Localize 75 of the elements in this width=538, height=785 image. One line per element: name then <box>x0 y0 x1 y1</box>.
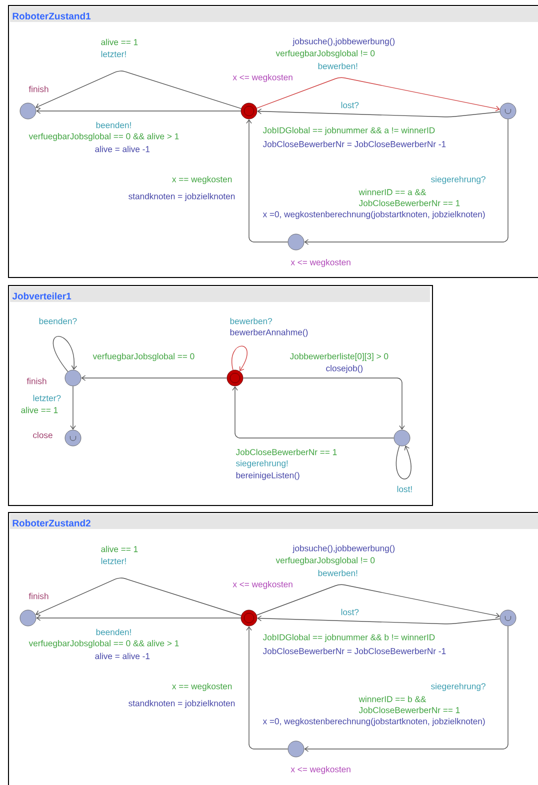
urgent-location <box>500 610 516 626</box>
transition-arrow <box>304 118 508 245</box>
transition-label: x == wegkosten <box>171 682 233 692</box>
title-bar: RoboterZustand2 <box>10 514 538 529</box>
transition-label: JobCloseBewerberNr = JobCloseBewerberNr -1 <box>262 647 447 655</box>
location-name: finish <box>26 378 46 384</box>
transition-arrow <box>246 119 288 242</box>
transition-label: bereinigeListen() <box>235 471 300 481</box>
transition-label: standknoten = jobzielknoten <box>128 699 236 709</box>
location-name: finish <box>28 86 48 92</box>
transition-label: letzter! <box>100 557 128 565</box>
urgent-location <box>500 102 516 120</box>
transition-arrow <box>81 375 228 381</box>
transition-label: verfuegbarJobsglobal == 0 && alive > 1 <box>28 132 180 142</box>
transition-label: jobsuche(),jobbewerbung() <box>292 544 396 554</box>
transition-label: siegerehrung! <box>235 459 289 469</box>
transition-label: beenden! <box>95 121 132 129</box>
transition-label: alive == 1 <box>20 406 59 414</box>
transition-label: letzter! <box>100 50 128 58</box>
transition-label: winnerID == a && <box>358 188 427 196</box>
transition-label: standknoten = jobzielknoten <box>128 192 236 202</box>
invariant-label: x <= wegkosten <box>232 74 292 82</box>
transition-label: lost! <box>396 485 414 493</box>
transition-label: verfuegbarJobsglobal != 0 <box>275 556 376 566</box>
transition-label: winnerID == b && <box>358 695 427 703</box>
transition-label: letzter? <box>32 394 62 402</box>
transition-label: JobCloseBewerberNr == 1 <box>358 199 461 207</box>
transition-label: alive = alive -1 <box>94 145 151 153</box>
transition-arrow <box>396 445 412 480</box>
transition-label: alive = alive -1 <box>94 652 151 660</box>
transition-arrow <box>35 70 242 109</box>
transition-arrow <box>257 616 500 624</box>
transition-arrow <box>256 584 500 618</box>
transition-arrow <box>36 578 242 616</box>
transition-arrow <box>36 615 242 621</box>
transition-label: Jobbewerberliste[0][3] > 0 <box>289 352 390 362</box>
initial-location <box>226 370 244 386</box>
transition-arrow <box>257 108 500 118</box>
transition-arrow <box>256 77 500 112</box>
transition-label: siegerehrung? <box>430 175 486 185</box>
transition-label: closejob() <box>325 364 364 374</box>
transition-arrow <box>246 626 288 750</box>
transition-label: lost? <box>340 608 360 616</box>
transition-label: x == wegkosten <box>171 175 233 185</box>
transition-label: alive == 1 <box>100 545 139 553</box>
transition-arrow <box>70 386 76 430</box>
transition-label: siegerehrung? <box>430 682 486 692</box>
transition-label: bewerben! <box>317 62 359 70</box>
transition-label: JobCloseBewerberNr == 1 <box>235 448 338 456</box>
location-name: finish <box>28 592 48 600</box>
transition-label: JobCloseBewerberNr = JobCloseBewerberNr -1 <box>262 140 447 148</box>
location-name: close <box>33 432 52 438</box>
invariant-label: x <= wegkosten <box>232 581 292 590</box>
transition-label: beenden! <box>95 628 132 636</box>
location <box>394 430 410 446</box>
transition-label: jobsuche(),jobbewerbung() <box>292 37 396 47</box>
transition-label: alive == 1 <box>100 38 139 46</box>
transition-arrow <box>232 386 394 438</box>
transition-label: verfuegbarJobsglobal == 0 && alive > 1 <box>28 639 180 649</box>
title-bar: Jobverteiler1 <box>10 287 430 302</box>
transition-label: lost? <box>340 101 360 109</box>
transition-arrow <box>232 346 248 372</box>
transition-arrow <box>36 108 242 114</box>
invariant-label: x <= wegkosten <box>290 766 350 774</box>
title-bar: RoboterZustand1 <box>10 7 538 22</box>
transition-arrow <box>53 336 77 372</box>
transition-label: verfuegbarJobsglobal != 0 <box>275 49 376 59</box>
transition-label: bewerben? <box>229 317 273 325</box>
transition-label: verfuegbarJobsglobal == 0 <box>92 352 196 362</box>
transition-arrow <box>242 378 405 430</box>
transition-label: beenden? <box>38 317 78 325</box>
invariant-label: x <= wegkosten <box>290 259 350 268</box>
transition-arrow <box>304 626 508 752</box>
transition-label: JobCloseBewerberNr == 1 <box>358 706 461 714</box>
transition-label: bewerben! <box>317 569 359 577</box>
